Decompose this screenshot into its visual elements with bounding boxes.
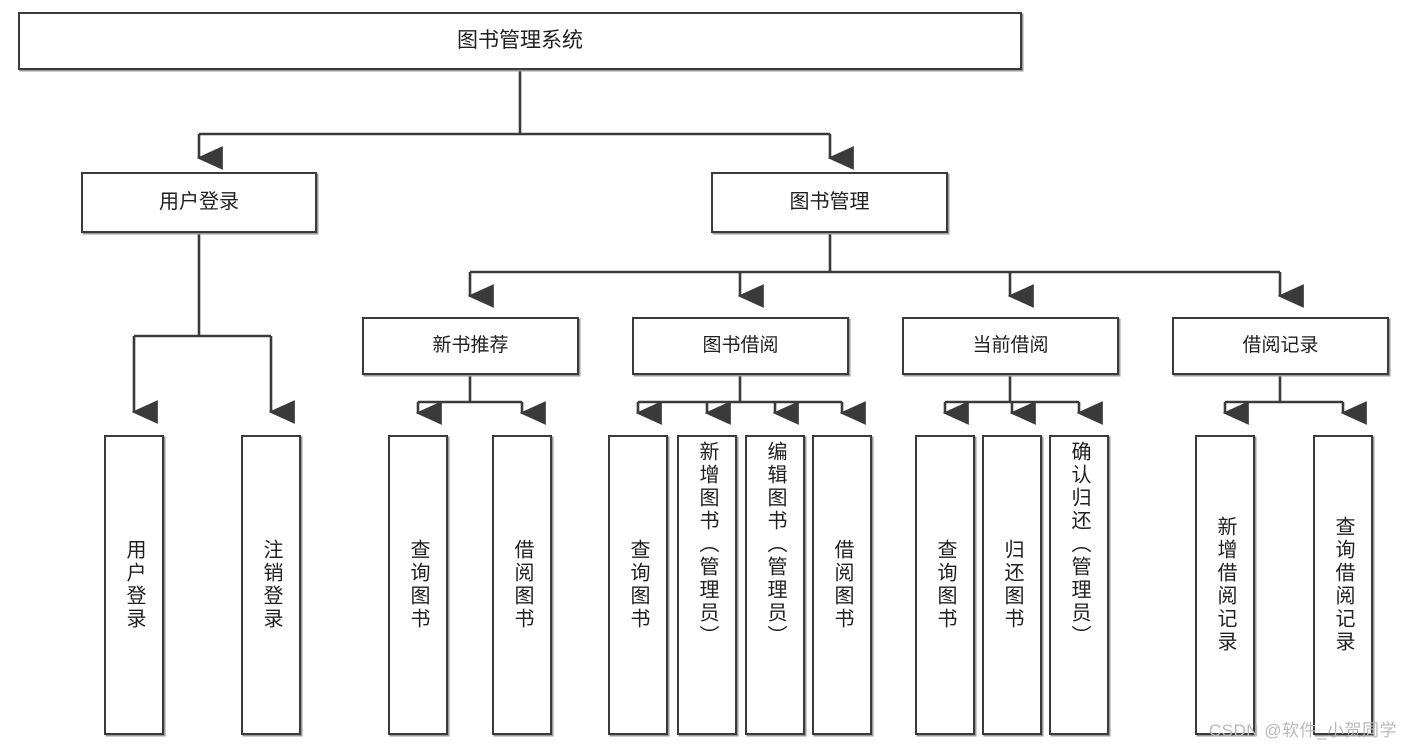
node-book-management[interactable]: 图书管理	[711, 172, 948, 233]
node-new-book-recommend-label: 新书推荐	[432, 335, 509, 357]
node-leaf-user-login[interactable]: 用户登录	[104, 435, 164, 735]
node-leaf-logout-label: 注销登录	[260, 539, 282, 631]
node-leaf-user-login-label: 用户登录	[123, 539, 145, 631]
watermark-csdn: CSDN @软件_小贺同学	[1208, 721, 1397, 740]
node-leaf-add-borrow-record[interactable]: 新增借阅记录	[1195, 435, 1255, 735]
node-leaf-edit-book-admin-label: 编辑图书（管理员）	[764, 441, 786, 648]
node-leaf-query-book-new[interactable]: 查询图书	[388, 435, 448, 735]
node-leaf-query-book-borrow[interactable]: 查询图书	[608, 435, 668, 735]
node-leaf-add-book-admin-label: 新增图书（管理员）	[696, 441, 718, 648]
node-leaf-confirm-return-admin-label: 确认归还（管理员）	[1068, 441, 1090, 648]
node-leaf-confirm-return-admin[interactable]: 确认归还（管理员）	[1049, 435, 1109, 735]
node-leaf-add-borrow-record-label: 新增借阅记录	[1214, 516, 1236, 654]
node-leaf-edit-book-admin[interactable]: 编辑图书（管理员）	[745, 435, 805, 735]
node-leaf-borrow-book-new[interactable]: 借阅图书	[492, 435, 552, 735]
node-book-management-label: 图书管理	[789, 191, 870, 213]
node-book-borrow[interactable]: 图书借阅	[632, 317, 849, 375]
node-current-borrow[interactable]: 当前借阅	[902, 317, 1119, 375]
node-leaf-query-book-borrow-label: 查询图书	[627, 539, 649, 631]
node-new-book-recommend[interactable]: 新书推荐	[362, 317, 579, 375]
node-root-label: 图书管理系统	[457, 28, 583, 52]
node-leaf-query-borrow-record-label: 查询借阅记录	[1332, 516, 1354, 654]
node-leaf-return-book-label: 归还图书	[1001, 539, 1023, 631]
node-borrow-record[interactable]: 借阅记录	[1172, 317, 1389, 375]
node-book-borrow-label: 图书借阅	[702, 335, 779, 357]
node-user-login-label: 用户登录	[159, 191, 239, 213]
node-leaf-query-borrow-record[interactable]: 查询借阅记录	[1313, 435, 1373, 735]
node-leaf-add-book-admin[interactable]: 新增图书（管理员）	[677, 435, 737, 735]
node-root-system[interactable]: 图书管理系统	[18, 12, 1022, 70]
node-leaf-query-book-new-label: 查询图书	[407, 539, 429, 631]
node-leaf-return-book[interactable]: 归还图书	[982, 435, 1042, 735]
node-leaf-logout[interactable]: 注销登录	[241, 435, 301, 735]
node-leaf-borrow-book[interactable]: 借阅图书	[812, 435, 872, 735]
node-leaf-borrow-book-label: 借阅图书	[831, 539, 853, 631]
node-user-login[interactable]: 用户登录	[81, 172, 317, 233]
node-current-borrow-label: 当前借阅	[972, 335, 1049, 357]
node-borrow-record-label: 借阅记录	[1242, 335, 1319, 357]
node-leaf-query-book-current[interactable]: 查询图书	[915, 435, 975, 735]
node-leaf-borrow-book-new-label: 借阅图书	[511, 539, 533, 631]
node-leaf-query-book-current-label: 查询图书	[934, 539, 956, 631]
